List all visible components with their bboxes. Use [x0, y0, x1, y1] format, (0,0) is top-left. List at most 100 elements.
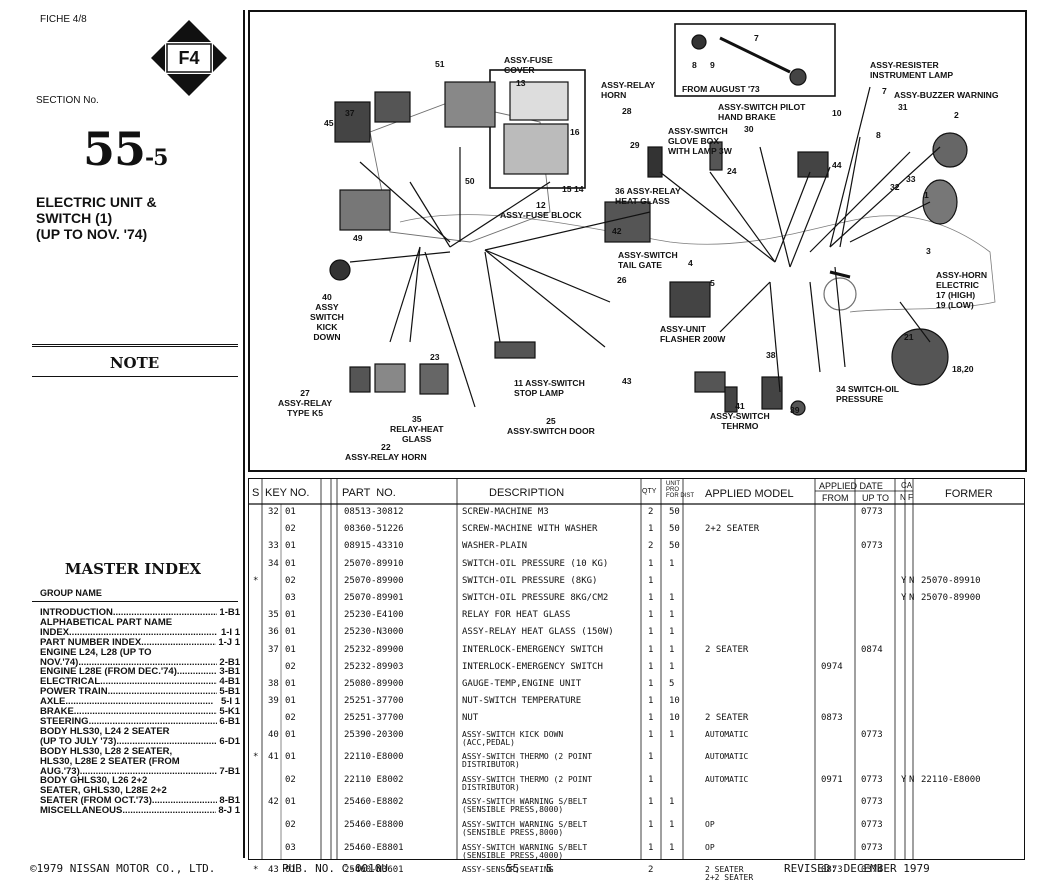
cell-unit: 10	[669, 713, 680, 724]
cell-model: OP	[705, 842, 715, 852]
index-leader-dots	[65, 697, 219, 707]
fiche-label: FICHE 4/8	[40, 14, 87, 25]
cell-upto: 0773	[861, 729, 883, 740]
cell-s: *	[253, 752, 259, 763]
index-item[interactable]: STEERING6-B1	[40, 717, 240, 727]
callout-29: 29	[630, 140, 640, 150]
cell-qty: 1	[648, 774, 654, 785]
cell-qty: 2	[648, 865, 654, 876]
index-item-name: AUG.'73)	[40, 765, 80, 777]
cell-s: *	[253, 575, 259, 586]
index-item[interactable]: BRAKE5-K1	[40, 707, 240, 717]
cell-sub: 01	[285, 696, 296, 707]
cell-key: 35	[268, 610, 279, 621]
col-former: FORMER	[945, 488, 993, 500]
cell-part: 25460-E8802	[344, 797, 404, 808]
callout-fuse-block: 12 ASSY-FUSE BLOCK	[500, 200, 582, 220]
index-item[interactable]: SEATER (FROM OCT.'73)8-B1	[40, 796, 240, 806]
index-item[interactable]: MISCELLANEOUS 8-J 1	[40, 806, 240, 816]
index-item[interactable]: BODY GHLS30, L26 2+2	[40, 776, 240, 786]
index-item[interactable]: ELECTRICAL4-B1	[40, 677, 240, 687]
callout-glove-box: ASSY-SWITCH GLOVE BOX WITH LAMP 3W	[668, 126, 732, 156]
index-item[interactable]: ALPHABETICAL PART NAME	[40, 618, 240, 628]
cell-sub: 01	[285, 865, 296, 876]
index-item[interactable]: (UP TO JULY '73)6-D1	[40, 736, 240, 747]
cell-model: OP	[705, 820, 715, 829]
cell-upto: 0874	[861, 644, 883, 655]
cell-sub: 01	[285, 752, 296, 763]
callout-relay-horn-top: ASSY-RELAY HORN	[601, 80, 656, 100]
index-item[interactable]: BODY HLS30, L28 2 SEATER,	[40, 746, 240, 757]
fiche-code: F4	[178, 48, 199, 68]
cell-desc: SWITCH-OIL PRESSURE (10 KG)	[462, 558, 609, 569]
callout-from-august: FROM AUGUST '73	[682, 84, 760, 94]
cell-key: 39	[268, 696, 279, 707]
index-item[interactable]: SEATER, GHLS30, L28E 2+2	[40, 786, 240, 796]
index-item[interactable]: NOV.'74)2-B1	[40, 656, 240, 668]
col-applied-model: APPLIED MODEL	[705, 488, 794, 500]
cell-qty: 1	[648, 558, 654, 569]
cell-part: 25251-37700	[344, 713, 404, 724]
index-item-page: 2-B1	[219, 656, 240, 668]
callout-relay-horn-bottom: 22 ASSY-RELAY HORN	[345, 442, 427, 462]
cell-sub: 01	[285, 558, 296, 569]
callout-kick-down: 40 ASSY SWITCH KICK DOWN	[310, 292, 344, 342]
index-item[interactable]: ENGINE L28E (FROM DEC.'74)3-B1	[40, 667, 240, 677]
cell-f: N	[909, 575, 915, 586]
index-item[interactable]: POWER TRAIN5-B1	[40, 687, 240, 697]
cell-key: 33	[268, 541, 279, 552]
index-item[interactable]: PART NUMBER INDEX1-J 1	[40, 637, 240, 648]
index-item[interactable]: AUG.'73) 7-B1	[40, 765, 240, 777]
index-leader-dots	[141, 638, 216, 648]
note-title: NOTE	[109, 354, 160, 372]
index-item-name: INDEX	[40, 626, 70, 638]
col-unit: UNIT PRO FOR DIST	[666, 481, 694, 499]
index-item-name: MISCELLANEOUS	[40, 805, 123, 817]
cell-sub: 02	[285, 575, 296, 586]
master-index-title: MASTER INDEX	[64, 560, 202, 578]
index-item[interactable]: ENGINE L24, L28 (UP TO	[40, 647, 240, 658]
cell-upto: 0773	[861, 541, 883, 552]
cell-qty: 1	[648, 644, 654, 655]
callout-38: 38	[766, 350, 776, 360]
cell-part: 25232-89900	[344, 644, 404, 655]
index-item[interactable]: INTRODUCTION1-B1	[40, 608, 240, 618]
cell-unit: 1	[669, 627, 675, 638]
cell-part: 25070-89901	[344, 593, 404, 603]
index-item[interactable]: AXLE5-I 1	[40, 697, 240, 707]
index-item-page: 8-B1	[219, 795, 240, 807]
index-leader-dots	[177, 667, 218, 677]
cell-qty: 1	[648, 575, 654, 586]
callout-switch-door: 25 ASSY-SWITCH DOOR	[507, 416, 595, 436]
index-item[interactable]: HLS30, L28E 2 SEATER (FROM	[40, 756, 240, 767]
cell-sub: 01	[285, 610, 296, 621]
exploded-diagram: 51 ASSY-FUSE COVER 13 16 15 14 12 ASSY-F…	[248, 10, 1027, 472]
index-item-page: 7-B1	[219, 765, 240, 777]
callout-resister: ASSY-RESISTER INSTRUMENT LAMP	[870, 60, 954, 80]
cell-unit: 1	[669, 820, 675, 830]
cell-desc: ASSY-RELAY HEAT GLASS (150W)	[462, 627, 614, 638]
callout-37: 37	[345, 108, 355, 118]
divider	[32, 346, 238, 347]
cell-key: 32	[268, 507, 279, 517]
cell-former: 25070-89900	[921, 593, 981, 603]
col-from: FROM	[822, 493, 849, 503]
cell-former: 25070-89910	[921, 575, 981, 586]
cell-part: 25460-E8801	[344, 842, 404, 853]
cell-unit: 1	[669, 661, 675, 672]
cell-unit: 1	[669, 644, 675, 655]
cell-sub: 01	[285, 507, 296, 517]
callout-pilot-hand-brake: ASSY-SWITCH PILOT HAND BRAKE	[718, 102, 806, 122]
callout-1: 1	[924, 190, 929, 200]
callout-30: 30	[744, 124, 754, 134]
index-item-name: BODY GHLS30, L26 2+2	[40, 775, 148, 787]
cell-qty: 1	[648, 610, 654, 621]
cell-model: 2 SEATER 2+2 SEATER	[705, 865, 754, 882]
section-label: SECTION No.	[36, 95, 99, 106]
cell-upto: 0773	[861, 842, 883, 853]
index-item-name: BRAKE	[40, 706, 74, 718]
index-item-name: AXLE	[40, 696, 66, 708]
index-item[interactable]: INDEX1-I 1	[40, 626, 240, 638]
index-item[interactable]: BODY HLS30, L24 2 SEATER	[40, 726, 240, 737]
index-item-page: 8-J 1	[218, 805, 240, 817]
